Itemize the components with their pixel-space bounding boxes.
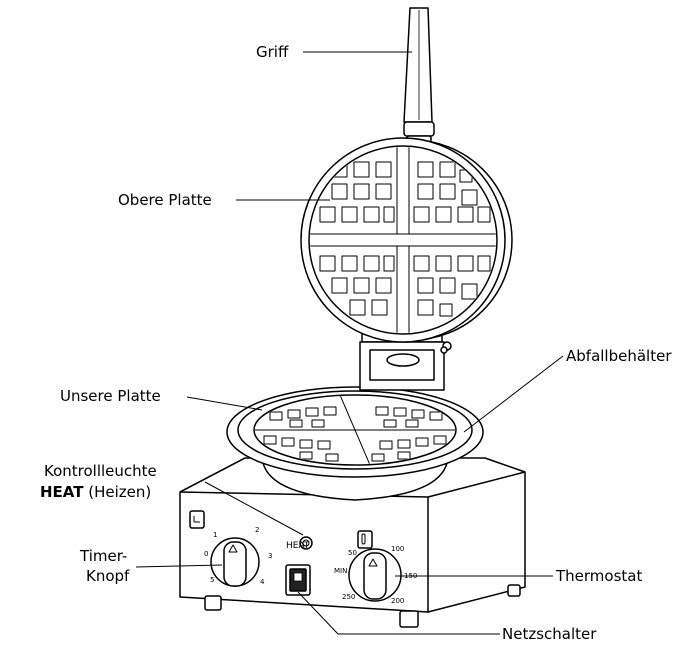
thermo-mark: 250 (342, 593, 355, 601)
timer-knob (211, 538, 259, 586)
label-kontrollleuchte: Kontrollleuchte (44, 462, 157, 480)
upper-plate (300, 138, 512, 342)
thermo-mark: 200 (391, 597, 404, 605)
label-thermostat: Thermostat (556, 567, 642, 585)
thermo-mark: 50 (348, 549, 357, 557)
label-heizen: (Heizen) (83, 483, 151, 501)
timer-mark: 1 (213, 531, 217, 539)
label-heat-line: HEAT (Heizen) (40, 483, 151, 501)
label-griff: Griff (256, 43, 288, 61)
timer-mark: 4 (260, 578, 265, 586)
timer-mark: 5 (210, 576, 214, 584)
timer-mark: 3 (268, 552, 272, 560)
timer-mark: 0 (204, 550, 208, 558)
label-timer: Timer- (80, 547, 127, 565)
timer-mark: 2 (255, 526, 259, 534)
label-abfallbehaelter: Abfallbehälter (566, 347, 671, 365)
label-netzschalter: Netzschalter (502, 625, 596, 643)
handle (404, 8, 434, 146)
timer-icon (190, 511, 204, 528)
device-heat-text: HEAT (286, 541, 310, 551)
device-min-text: MIN (334, 567, 347, 575)
label-knopf: Knopf (86, 567, 129, 585)
label-unsere-platte: Unsere Platte (60, 387, 161, 405)
power-switch (286, 565, 310, 595)
thermometer-icon (358, 531, 372, 548)
thermo-mark: 150 (404, 572, 417, 580)
label-obere-platte: Obere Platte (118, 191, 212, 209)
label-heat-bold: HEAT (40, 483, 83, 501)
thermo-mark: 100 (391, 545, 404, 553)
